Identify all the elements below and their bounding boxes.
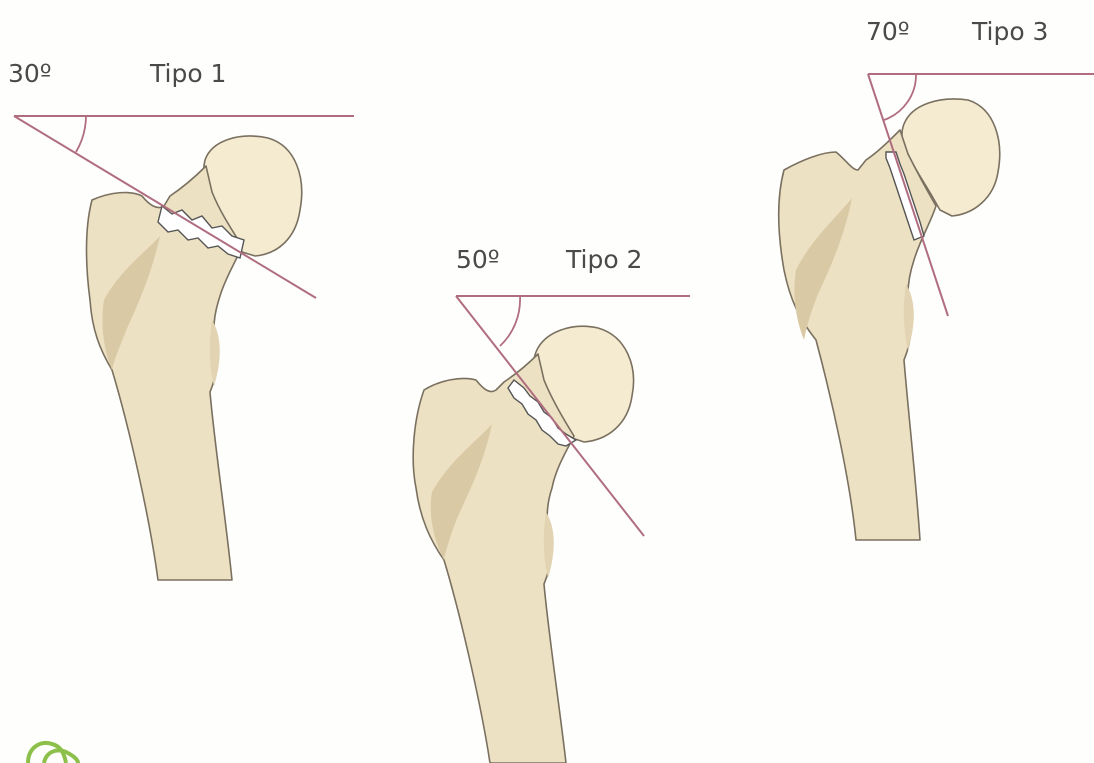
angle-label-2: 50º [456, 245, 500, 274]
type-label-3: Tipo 3 [971, 17, 1048, 46]
angle-label-3: 70º [866, 17, 910, 46]
type-label-1: Tipo 1 [149, 59, 226, 88]
type-label-2: Tipo 2 [565, 245, 642, 274]
angle-label-1: 30º [8, 59, 52, 88]
